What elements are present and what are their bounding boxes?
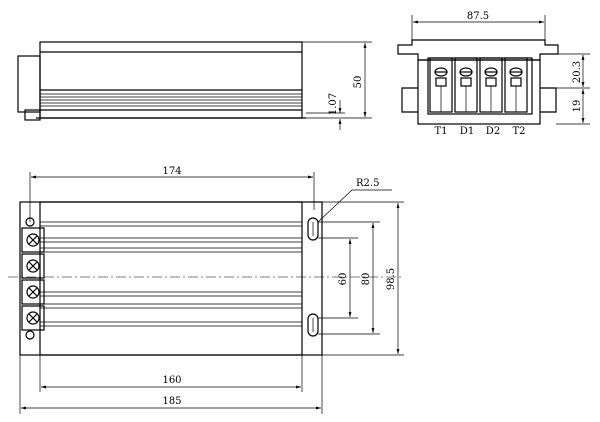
side-view: 50 1.07: [17, 41, 372, 130]
terminal-screws: [21, 227, 45, 331]
dim-body-inner-width-label: 80: [361, 273, 372, 286]
dim-width-label: 87.5: [467, 11, 489, 22]
terminal-label-d2: D2: [486, 126, 500, 137]
terminal-label-t1: T1: [434, 126, 447, 137]
terminal-label-d1: D1: [460, 126, 474, 137]
dim-body-length-label: 160: [162, 375, 181, 386]
dim-mount-length-label: 174: [162, 166, 181, 177]
dim-base-label: 1.07: [328, 93, 339, 115]
dim-body-width-label: 98.5: [386, 268, 397, 290]
terminal-label-t2: T2: [512, 126, 525, 137]
dim-height-label: 50: [353, 76, 364, 89]
dim-base-height-label: 19: [572, 100, 583, 113]
dim-terminal-height-label: 20.3: [572, 61, 583, 83]
terminal-cells: [429, 57, 528, 113]
dim-slot-span-label: 60: [338, 273, 349, 286]
dim-overall-length-label: 185: [162, 396, 181, 407]
end-view: 87.5 T1: [397, 11, 590, 137]
top-view: 174: [8, 166, 404, 414]
dim-slot-radius-label: R2.5: [356, 178, 379, 189]
